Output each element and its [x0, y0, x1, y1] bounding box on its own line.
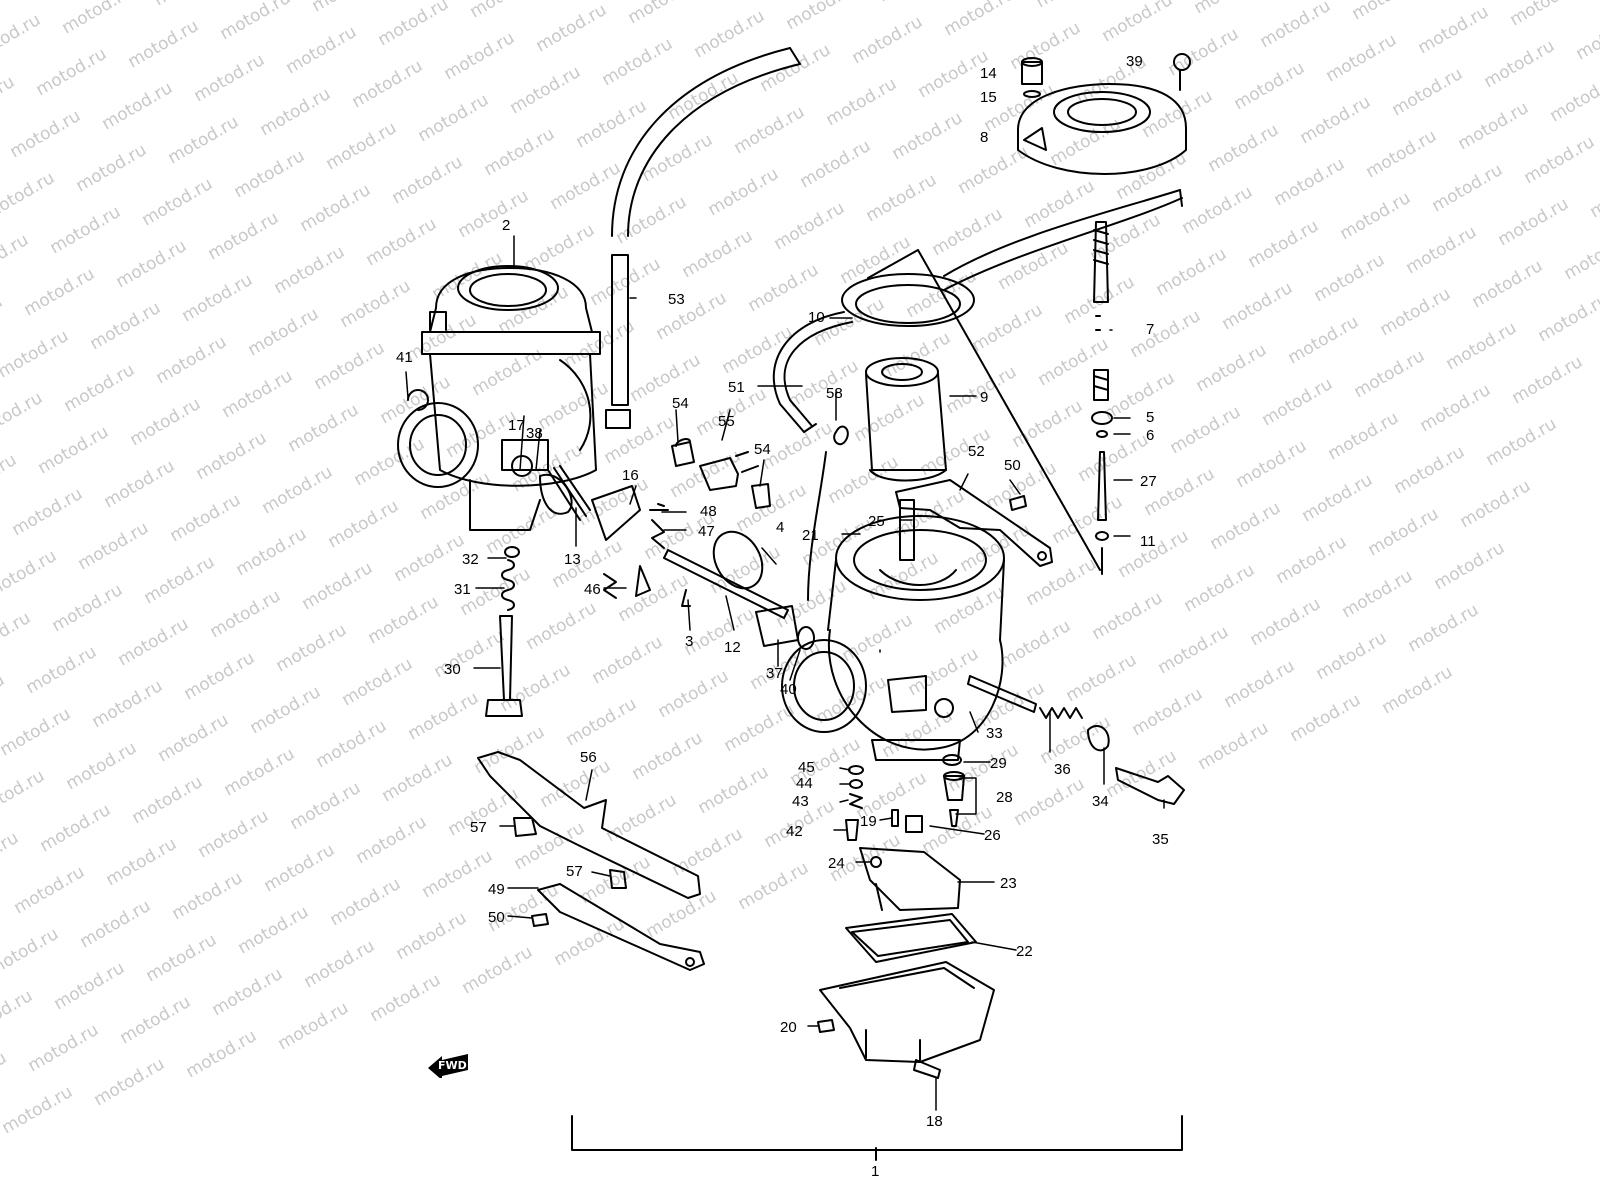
callout-26: 26: [984, 827, 1001, 844]
callout-45: 45: [798, 759, 815, 776]
callout-22: 22: [1016, 943, 1033, 960]
callout-20: 20: [780, 1019, 797, 1036]
callout-49: 49: [488, 881, 505, 898]
callout-17: 17: [508, 417, 525, 434]
callout-10: 10: [808, 309, 825, 326]
fwd-label: FWD: [438, 1059, 467, 1072]
callout-9: 9: [980, 389, 988, 406]
throttle-shaft: [663, 530, 815, 650]
idle-screw-assembly: [485, 546, 523, 717]
assembly-bracket: [571, 1115, 1183, 1151]
callout-42: 42: [786, 823, 803, 840]
callout-12: 12: [724, 639, 741, 656]
callout-34: 34: [1092, 793, 1109, 810]
callout-38: 38: [526, 425, 543, 442]
callout-25: 25: [868, 513, 885, 530]
callout-14: 14: [980, 65, 997, 82]
callout-6: 6: [1146, 427, 1154, 444]
callout-5: 5: [1146, 409, 1154, 426]
callout-29: 29: [990, 755, 1007, 772]
callout-23: 23: [1000, 875, 1017, 892]
callout-46: 46: [584, 581, 601, 598]
callout-28: 28: [996, 789, 1013, 806]
callout-18: 18: [926, 1113, 943, 1130]
callout-41: 41: [396, 349, 413, 366]
callout-44: 44: [796, 775, 813, 792]
callout-1: 1: [871, 1163, 879, 1180]
float-bowl: [819, 913, 995, 1063]
fwd-arrow-shape: [428, 1054, 468, 1080]
callout-57-lower: 57: [566, 863, 583, 880]
vacuum-slide: [841, 273, 975, 482]
callout-54-left: 54: [672, 395, 689, 412]
callout-52: 52: [968, 443, 985, 460]
callout-11: 11: [1140, 533, 1156, 550]
carburetor-drawing: [397, 47, 1191, 1161]
left-carburetor: [397, 265, 601, 531]
callout-24: 24: [828, 855, 845, 872]
callout-7: 7: [1146, 321, 1154, 338]
top-cap: [1017, 53, 1191, 175]
callout-57-upper: 57: [470, 819, 487, 836]
fwd-arrow-icon: FWD: [428, 1054, 470, 1080]
callout-32: 32: [462, 551, 479, 568]
callout-40: 40: [780, 681, 797, 698]
callout-43: 43: [792, 793, 809, 810]
callout-53: 53: [668, 291, 685, 308]
callout-2: 2: [502, 217, 510, 234]
callout-50-lower: 50: [488, 909, 505, 926]
callout-8: 8: [980, 129, 988, 146]
callout-19: 19: [860, 813, 877, 830]
callout-13: 13: [564, 551, 581, 568]
callout-51: 51: [728, 379, 745, 396]
callout-37: 37: [766, 665, 783, 682]
callout-47: 47: [698, 523, 715, 540]
callout-33: 33: [986, 725, 1003, 742]
fuel-hose-53: [611, 47, 791, 237]
callout-3: 3: [685, 633, 693, 650]
callout-labels: 1 2 3 4 5 6 7 8 9 10 11 12 13 14 15 16 1…: [396, 53, 1169, 1180]
callout-21: 21: [802, 527, 819, 544]
callout-56: 56: [580, 749, 597, 766]
callout-36: 36: [1054, 761, 1071, 778]
callout-15: 15: [980, 89, 997, 106]
right-carburetor-body: [781, 499, 1005, 761]
bracket-52: [895, 479, 1053, 567]
jets-cluster: [845, 754, 965, 841]
callout-39: 39: [1126, 53, 1143, 70]
callout-30: 30: [444, 661, 461, 678]
callout-54-right: 54: [754, 441, 771, 458]
needle-parts: [1091, 221, 1113, 575]
cable-parts: [967, 675, 1185, 805]
screw-18: [913, 1059, 941, 1079]
hose-connector: [611, 254, 629, 406]
lower-brackets: [477, 751, 705, 971]
throttle-linkage-parts: [539, 465, 669, 599]
callout-35: 35: [1152, 831, 1169, 848]
vent-hoses: [772, 189, 1183, 446]
callout-27: 27: [1140, 473, 1157, 490]
float-assembly: [859, 847, 961, 911]
leader-lines: [405, 235, 1165, 1111]
screw-20: [817, 1019, 835, 1033]
callout-16: 16: [622, 467, 639, 484]
callout-50-upper: 50: [1004, 457, 1021, 474]
callout-31: 31: [454, 581, 471, 598]
callout-58: 58: [826, 385, 843, 402]
callout-4: 4: [776, 519, 784, 536]
callout-48: 48: [700, 503, 717, 520]
choke-fittings: [671, 438, 771, 509]
callout-55: 55: [718, 413, 735, 430]
